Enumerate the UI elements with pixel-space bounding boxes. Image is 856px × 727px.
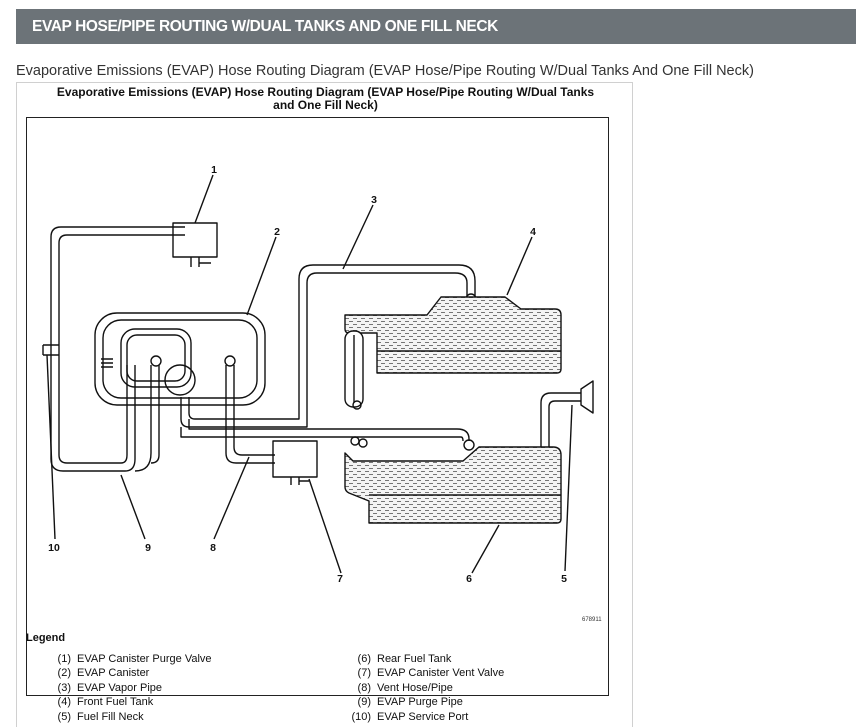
diagram-frame	[26, 117, 609, 696]
vapor-pipe	[180, 272, 468, 428]
canister-core	[126, 334, 186, 382]
leader-9	[120, 474, 146, 540]
purge-pipe	[134, 365, 152, 472]
purge-pipe-inner	[150, 365, 160, 464]
front-tank-port-low	[352, 400, 362, 410]
legend-num: (6)	[357, 653, 371, 665]
legend-label: EVAP Canister Vent Valve	[377, 667, 505, 680]
rear-fuel-tank	[344, 446, 562, 524]
vapor-pipe-rear-branch-inner	[180, 427, 464, 442]
purge-valve-body	[172, 222, 218, 258]
legend-item: (3) EVAP Vapor Pipe	[41, 681, 212, 695]
rear-tank-vapor-port	[463, 439, 475, 451]
canister-ball	[164, 364, 196, 396]
vent-hose	[225, 365, 275, 464]
callout-4: 4	[530, 226, 536, 238]
legend-item: (9) EVAP Purge Pipe	[341, 695, 504, 709]
legend-item: (8) Vent Hose/Pipe	[341, 681, 504, 695]
legend-title: Legend	[26, 632, 66, 644]
legend-label: EVAP Canister Purge Valve	[77, 653, 212, 665]
leader-8	[213, 456, 250, 540]
leader-10	[46, 354, 56, 540]
callout-5: 5	[561, 573, 567, 585]
legend-label: Vent Hose/Pipe	[377, 681, 453, 694]
service-port-stub	[42, 344, 59, 356]
legend-item: (5) Fuel Fill Neck	[41, 710, 212, 724]
canister-outer	[94, 312, 266, 406]
figure-title-line-2: and One Fill Neck)	[273, 98, 378, 112]
fuel-fill-neck-inner	[548, 400, 581, 447]
callout-1: 1	[211, 164, 217, 176]
legend-num: (10)	[351, 710, 371, 723]
leader-4	[506, 236, 533, 296]
legend-label: EVAP Vapor Pipe	[77, 681, 162, 694]
legend-right-column: (6) Rear Fuel Tank (7) EVAP Canister Vent …	[341, 652, 504, 724]
legend-item: (2) EVAP Canister	[41, 666, 212, 680]
page-title: EVAP HOSE/PIPE ROUTING W/DUAL TANKS AND …	[32, 18, 498, 35]
figure-title-line-1: Evaporative Emissions (EVAP) Hose Routin…	[56, 85, 595, 99]
callout-9: 9	[145, 542, 151, 554]
legend-item: (6) Rear Fuel Tank	[341, 652, 504, 666]
callout-10: 10	[48, 542, 60, 554]
legend-num: (3)	[57, 681, 71, 694]
callout-7: 7	[337, 573, 343, 585]
leader-2	[246, 236, 277, 316]
purge-valve-port	[190, 257, 211, 267]
canister-vent-port	[224, 355, 236, 367]
callout-2: 2	[274, 226, 280, 238]
figure-id: 678911	[582, 617, 602, 623]
canister-purge-port	[150, 355, 162, 367]
service-port-pipe	[50, 226, 185, 472]
vapor-pipe-rear-branch	[188, 419, 470, 441]
vent-hose-inner	[233, 365, 275, 456]
legend-num: (9)	[357, 696, 371, 709]
legend-num: (8)	[357, 681, 371, 694]
leader-1	[194, 174, 214, 224]
legend-label: EVAP Service Port	[377, 710, 469, 723]
figure-title: Evaporative Emissions (EVAP) Hose Routin…	[17, 85, 632, 112]
legend-num: (1)	[57, 653, 71, 665]
figure-caption: Evaporative Emissions (EVAP) Hose Routin…	[16, 63, 754, 79]
diagram-figure[interactable]: Evaporative Emissions (EVAP) Hose Routin…	[16, 82, 633, 727]
rear-tank-port-low	[350, 436, 360, 446]
fuel-fill-neck	[540, 392, 581, 447]
fuel-fill-cap	[580, 380, 594, 414]
leader-5	[564, 404, 573, 572]
canister-inner	[120, 328, 192, 388]
rear-tank-port-low-2	[358, 438, 368, 448]
legend-item: (1) EVAP Canister Purge Valve	[41, 652, 212, 666]
leader-6	[471, 524, 500, 574]
vent-valve-body	[272, 440, 318, 478]
legend-item: (4) Front Fuel Tank	[41, 695, 212, 709]
vapor-pipe-inner	[188, 264, 476, 420]
service-port-pipe-inner	[58, 234, 185, 464]
legend-item: (10) EVAP Service Port	[341, 710, 504, 724]
legend-label: Fuel Fill Neck	[77, 710, 144, 723]
legend-num: (7)	[357, 667, 371, 680]
legend-item: (7) EVAP Canister Vent Valve	[341, 666, 505, 680]
canister-clip	[101, 358, 113, 368]
page-header: EVAP HOSE/PIPE ROUTING W/DUAL TANKS AND …	[16, 9, 856, 44]
callout-6: 6	[466, 573, 472, 585]
legend-num: (4)	[57, 696, 71, 709]
callout-8: 8	[210, 542, 216, 554]
legend-num: (2)	[57, 667, 71, 680]
legend-left-column: (1) EVAP Canister Purge Valve (2) EVAP Can…	[41, 652, 212, 724]
callout-3: 3	[371, 194, 377, 206]
vent-valve-port	[290, 477, 309, 485]
legend-label: Rear Fuel Tank	[377, 653, 452, 665]
leader-7	[308, 478, 342, 574]
legend-num: (5)	[57, 710, 71, 723]
legend-label: Front Fuel Tank	[77, 696, 154, 709]
legend-label: EVAP Canister	[77, 667, 150, 680]
leader-3	[342, 204, 374, 270]
front-fuel-tank	[344, 296, 562, 374]
evap-routing-diagram: 1 2 3 4 5 6 7 8 9 10	[42, 164, 594, 585]
legend-label: EVAP Purge Pipe	[377, 696, 463, 709]
